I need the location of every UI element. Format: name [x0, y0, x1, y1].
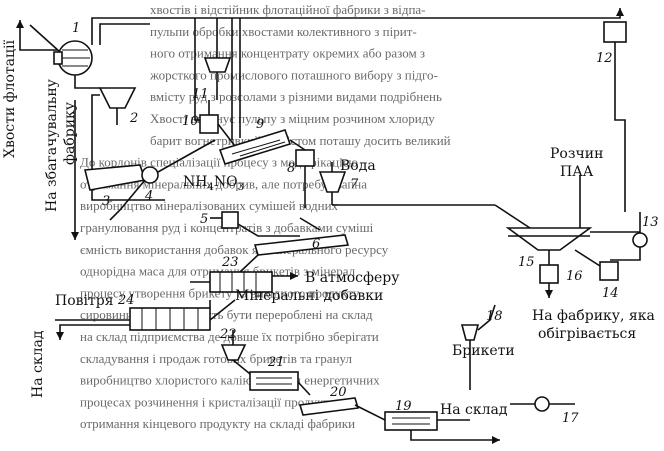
number-3: 3 [102, 194, 110, 209]
equipment-7-hopper [318, 171, 347, 193]
number-19: 19 [395, 399, 412, 414]
number-21: 21 [267, 355, 285, 370]
number-9: 9 [256, 117, 264, 132]
background-text-line: жорсткого промислового поташного вибору … [149, 67, 438, 82]
label-nh4no3: NH4NO3 [183, 174, 244, 193]
background-text-line: виробництво мінералізованих сумішей водн… [80, 198, 339, 213]
number-15: 15 [518, 255, 535, 270]
label-water: Вода [340, 158, 376, 174]
background-text-line: отримання кінцевого продукту на складі ф… [80, 416, 355, 431]
label-to-warehouse-left: На склад [30, 330, 46, 398]
number-16: 16 [566, 269, 583, 284]
number-14: 14 [602, 286, 619, 301]
number-7: 7 [350, 177, 359, 192]
label-air: Повітря [55, 293, 114, 309]
number-10: 10 [182, 114, 199, 129]
number-11: 11 [192, 87, 209, 102]
equipment-5-tank [221, 211, 239, 229]
number-6: 6 [312, 237, 320, 252]
label-paa-line2: ПАА [560, 164, 594, 180]
equipment-2-hopper [98, 87, 137, 109]
label-to-factory-line1: На фабрику, яка [532, 308, 655, 324]
background-text-line: виробництво хлористого калію KCl при ене… [80, 373, 380, 388]
equipment-21-press [249, 371, 299, 391]
label-to-plant-line1: На збагачувальну [44, 78, 60, 212]
label-to-plant-line2: фабрику [62, 101, 78, 165]
background-text-line: хвостів і відстійник флотаційної фабрики… [150, 2, 426, 17]
background-text-line: пульпи обробки хвостами колективного з п… [150, 24, 417, 39]
background-text-line: на склад підприємства де довше їх потріб… [80, 329, 379, 344]
label-briquettes: Брикети [452, 343, 515, 359]
equipment-13-pump [632, 232, 648, 248]
number-8: 8 [287, 161, 295, 176]
number-23: 23 [221, 255, 239, 270]
label-mineral-additives: Мінеральні добавки [235, 288, 383, 304]
background-text-line: складування і продаж готових брикетів та… [80, 351, 352, 366]
equipment-17-pump [534, 396, 550, 412]
label-tails: Хвости флотації [2, 40, 18, 158]
background-text-line: ного отримання концентрату окремих або р… [150, 46, 425, 61]
equipment-10-tank [199, 114, 219, 134]
equipment-6-screw-mixer [253, 234, 350, 256]
background-text-line: До кордонів спеціалізації процесу з моди… [80, 155, 358, 170]
equipment-15-thickener [505, 227, 593, 251]
number-22: 22 [219, 327, 237, 342]
number-1: 1 [72, 21, 80, 36]
equipment-22-hopper [220, 344, 247, 361]
background-text: хвостів і відстійник флотаційної фабрики… [80, 2, 451, 431]
label-paa-line1: Розчин [550, 146, 603, 162]
equipment-4-pump [141, 166, 159, 184]
equipment-19-cooler [384, 411, 438, 431]
equipment-16-tank [539, 264, 559, 284]
background-text-line: вмісту руд з розсолами з різними видами … [150, 89, 442, 104]
number-20: 20 [329, 385, 347, 400]
equipment-18-press [460, 324, 480, 341]
equipment-8-tank [295, 149, 315, 167]
equipment-20-conveyor [298, 397, 360, 416]
equipment-12-tank [603, 21, 627, 43]
equipment-11-dispenser [203, 57, 232, 73]
label-atmosphere: В атмосферу [305, 270, 400, 286]
number-18: 18 [486, 309, 503, 324]
number-4: 4 [144, 189, 153, 204]
label-to-warehouse-bottom: На склад [440, 402, 508, 418]
label-to-factory-line2: обігрівається [538, 326, 636, 342]
number-17: 17 [562, 411, 579, 426]
number-5: 5 [200, 212, 208, 227]
number-13: 13 [642, 215, 659, 230]
equipment-14-tank [599, 261, 619, 281]
background-text-line: процесу утворення брикету та вихідного п… [80, 285, 360, 300]
equipment-1-drum-filter [53, 40, 93, 76]
number-2: 2 [129, 111, 138, 126]
background-text-line: однорідна маса для отримання брикетів з … [80, 264, 356, 279]
background-text-line: барит вогнетривкий з вмістом поташу доси… [150, 133, 451, 148]
background-text-line: процесах розчинення і кристалізації прод… [80, 394, 336, 409]
background-text-line: Хвості виконує пульпу з міцним розчином … [150, 111, 435, 126]
number-12: 12 [596, 51, 613, 66]
number-24: 24 [117, 293, 135, 308]
